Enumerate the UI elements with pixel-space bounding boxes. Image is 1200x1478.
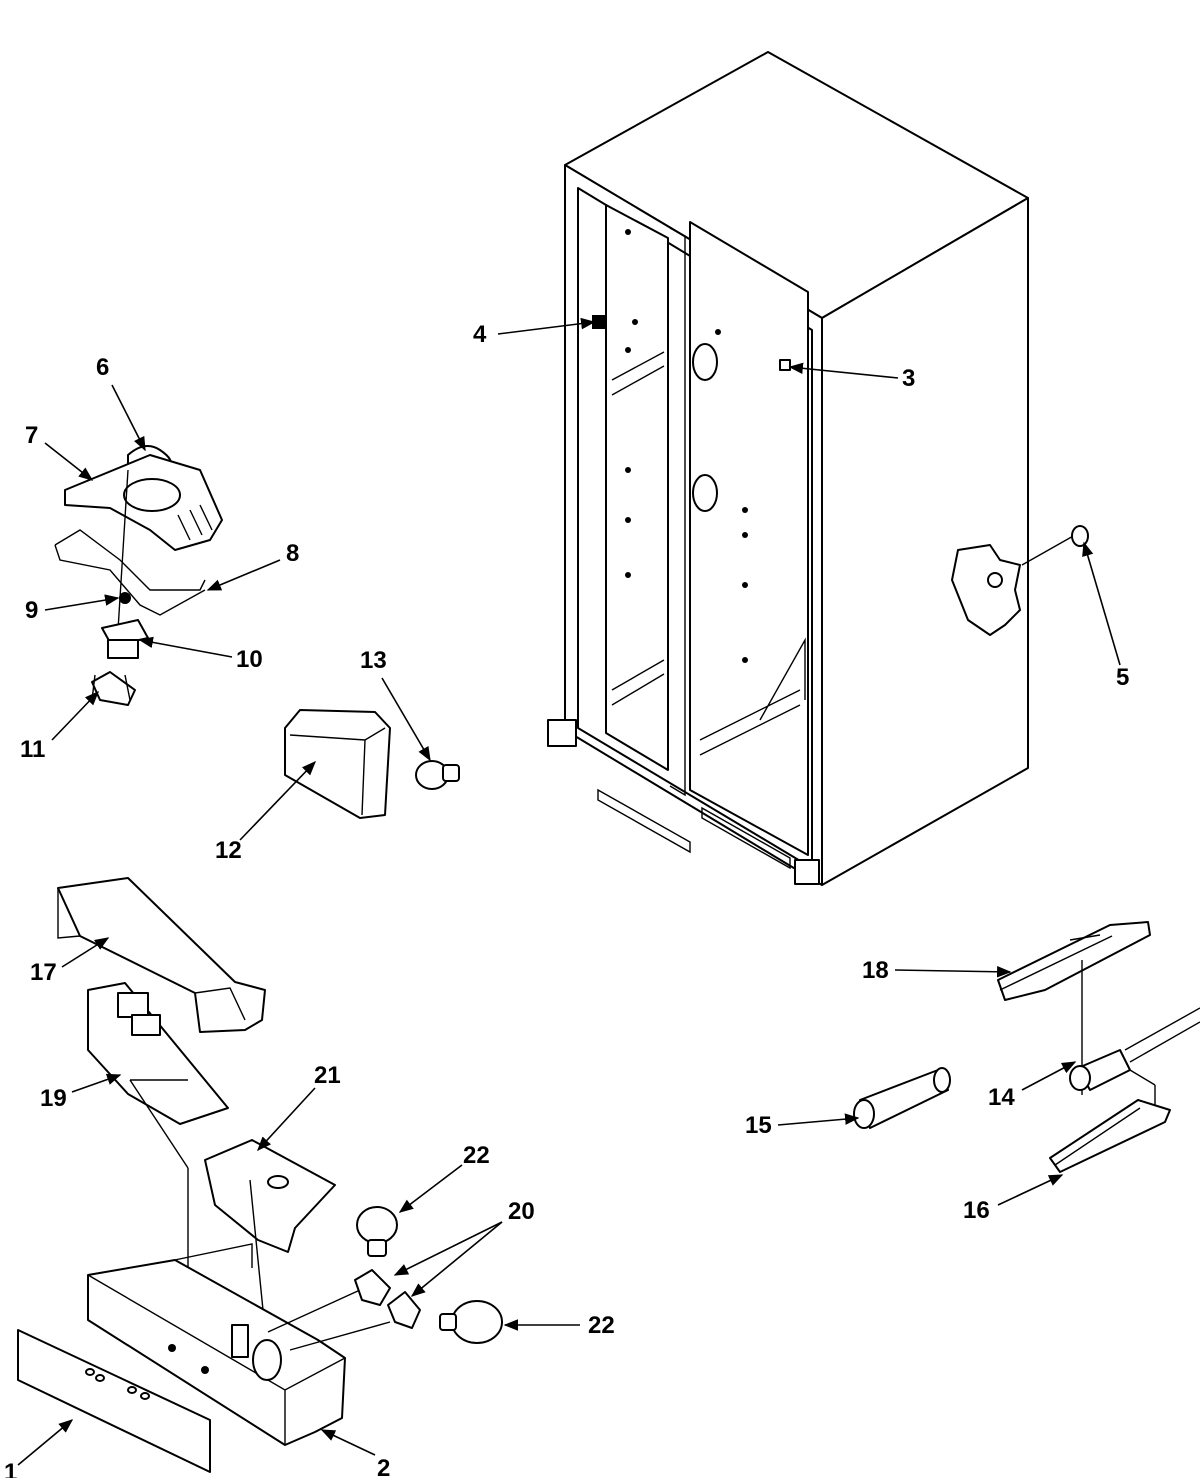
callout-6: 6 [96,354,109,381]
callout-18: 18 [862,957,889,984]
callout-22-lower: 22 [588,1312,615,1339]
rear-panel-blob [951,525,1089,636]
callout-14: 14 [988,1084,1015,1111]
callout-labels: 1 2 3 4 5 6 7 8 9 10 11 12 13 14 15 16 1… [4,321,1129,1478]
control-housing [87,1243,391,1446]
callout-5: 5 [1116,664,1129,691]
callout-21: 21 [314,1062,341,1089]
callout-8: 8 [286,540,299,567]
light-bulb-upper [415,760,460,790]
light-bulbs-lower [356,1206,503,1344]
filter-group [853,921,1200,1173]
control-board [87,982,229,1330]
leader-lines [17,317,1121,1466]
callout-17: 17 [30,959,57,986]
callout-7: 7 [25,422,38,449]
callout-22-upper: 22 [463,1142,490,1169]
evaporator-fan-group [54,445,223,706]
cabinet [547,51,1029,886]
callout-10: 10 [236,646,263,673]
callout-9: 9 [25,597,38,624]
callout-3: 3 [902,365,915,392]
callout-11: 11 [20,736,45,763]
callout-12: 12 [215,837,242,864]
callout-1: 1 [4,1459,17,1478]
light-sockets [354,1269,421,1329]
light-shield [284,709,391,819]
callout-13: 13 [360,647,387,674]
callout-4: 4 [473,321,487,348]
control-cover [57,877,266,1033]
control-overlay [17,1329,211,1473]
callout-15: 15 [745,1112,772,1139]
callout-2: 2 [377,1455,390,1478]
callout-20: 20 [508,1198,535,1225]
callout-16: 16 [963,1197,990,1224]
callout-19: 19 [40,1085,67,1112]
